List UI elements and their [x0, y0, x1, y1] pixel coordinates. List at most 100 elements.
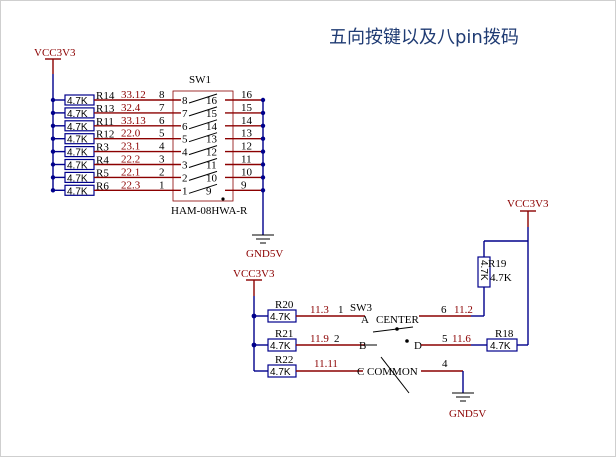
- pin-number-left: 5: [159, 128, 165, 140]
- resistor-ref: R14: [96, 90, 115, 102]
- pin-number-right: 14: [241, 115, 253, 127]
- sw3-label-c: C: [357, 366, 364, 378]
- sw3-net-d: 11.6: [452, 333, 471, 345]
- r21-resistor: 4.7K R21 11.9 2: [254, 328, 365, 352]
- pin-number-left: 8: [159, 89, 165, 101]
- r22-resistor: 4.7K R22 11.11: [254, 354, 363, 378]
- pin-number-right: 15: [241, 102, 253, 114]
- r19-value: 4.7K: [490, 272, 512, 284]
- sw3-label-d: D: [414, 340, 422, 352]
- net-label: 33.12: [121, 89, 146, 101]
- junction-dot: [260, 123, 266, 128]
- switch-pin-left: 4: [182, 147, 188, 159]
- r22-ref: R22: [275, 354, 293, 366]
- switch-pin-right: 9: [206, 185, 212, 197]
- switch-pin-left: 3: [182, 160, 188, 172]
- right-power-symbol-right: VCC3V3: [507, 198, 549, 227]
- switch-pin-left: 2: [182, 172, 188, 184]
- switch-contact: [188, 132, 218, 143]
- left-ground-symbol: GND5V: [246, 234, 283, 260]
- r18-value: 4.7K: [490, 341, 511, 352]
- switch-pin-right: 10: [206, 172, 218, 184]
- diagram-title: 五向按键以及八pin拨码: [329, 27, 519, 48]
- switch-pin-right: 13: [206, 134, 218, 146]
- sw3-label-b: B: [359, 340, 366, 352]
- pin-number-left: 6: [159, 115, 165, 127]
- switch-pin-right: 11: [206, 160, 217, 172]
- sw3-label-center: CENTER: [376, 314, 419, 326]
- junction-dot: [260, 149, 266, 154]
- pin-number-left: 7: [159, 102, 165, 114]
- sw1-part-label: HAM-08HWA-R: [171, 205, 248, 217]
- resistor-ref: R6: [96, 180, 109, 192]
- pin-number-left: 1: [159, 179, 165, 191]
- junction-dot: [260, 97, 266, 103]
- resistor-ref: R3: [96, 142, 109, 154]
- switch-pin-left: 6: [182, 121, 188, 133]
- sw1-switch-body: SW1 HAM-08HWA-R: [171, 74, 248, 217]
- r18-ref: R18: [495, 328, 514, 340]
- r20-net: 11.3: [310, 304, 329, 316]
- junction-dot: [260, 175, 266, 180]
- switch-pin-left: 5: [182, 134, 188, 146]
- sw3-pin-center: 6: [441, 304, 447, 316]
- right-power-label-right: VCC3V3: [507, 198, 549, 210]
- sw3-net-center: 11.2: [454, 304, 473, 316]
- switch-pin-left: 7: [182, 108, 188, 120]
- junction-dot: [260, 162, 266, 167]
- left-ground-label: GND5V: [246, 248, 283, 260]
- net-label: 22.0: [121, 128, 141, 140]
- r20-pin: 1: [338, 304, 344, 316]
- pin-number-left: 4: [159, 141, 165, 153]
- r21-pin: 2: [334, 333, 340, 345]
- pin-number-right: 11: [241, 154, 252, 166]
- resistor-value: 4.7K: [67, 109, 88, 120]
- net-label: 22.2: [121, 154, 140, 166]
- pin-number-left: 3: [159, 154, 165, 166]
- switch-contact: [188, 106, 218, 117]
- resistor-value: 4.7K: [67, 96, 88, 107]
- net-label: 22.3: [121, 179, 141, 191]
- r19-ref: R19: [488, 258, 507, 270]
- switch-contact: [188, 170, 218, 181]
- right-power-label-left: VCC3V3: [233, 268, 275, 280]
- sw3-five-way-switch: SW3 A CENTER B D C COMMON 6 11.2 5 11.6 …: [350, 302, 473, 394]
- junction-dot: [260, 110, 266, 116]
- switch-contact: [188, 119, 218, 130]
- switch-pin-right: 16: [206, 95, 218, 107]
- r20-ref: R20: [275, 299, 294, 311]
- resistor-value: 4.7K: [67, 135, 88, 146]
- resistor-ref: R12: [96, 129, 114, 141]
- resistor-ref: R4: [96, 155, 109, 167]
- net-label: 33.13: [121, 115, 146, 127]
- resistor-value: 4.7K: [67, 148, 88, 159]
- r20-resistor: 4.7K R20 11.3 1: [254, 299, 365, 323]
- resistor-ref: R13: [96, 103, 115, 115]
- switch-contact: [188, 158, 218, 168]
- right-power-symbol-left: VCC3V3: [233, 268, 275, 296]
- r18-resistor: 4.7K R18: [486, 328, 518, 352]
- switch-pin-right: 14: [206, 121, 218, 133]
- net-label: 22.1: [121, 166, 140, 178]
- switch-contact: [188, 145, 218, 156]
- r22-value: 4.7K: [270, 367, 291, 378]
- sw1-ref-label: SW1: [189, 74, 211, 86]
- resistor-value: 4.7K: [67, 173, 88, 184]
- switch-pin-left: 8: [182, 95, 188, 107]
- switch-pin-right: 12: [206, 147, 217, 159]
- r20-value: 4.7K: [270, 312, 291, 323]
- junction-dot: [260, 136, 266, 141]
- sw3-label-a: A: [361, 314, 369, 326]
- switch-contact: [188, 183, 218, 194]
- switch-contact: [188, 93, 218, 104]
- pin-number-right: 10: [241, 166, 253, 178]
